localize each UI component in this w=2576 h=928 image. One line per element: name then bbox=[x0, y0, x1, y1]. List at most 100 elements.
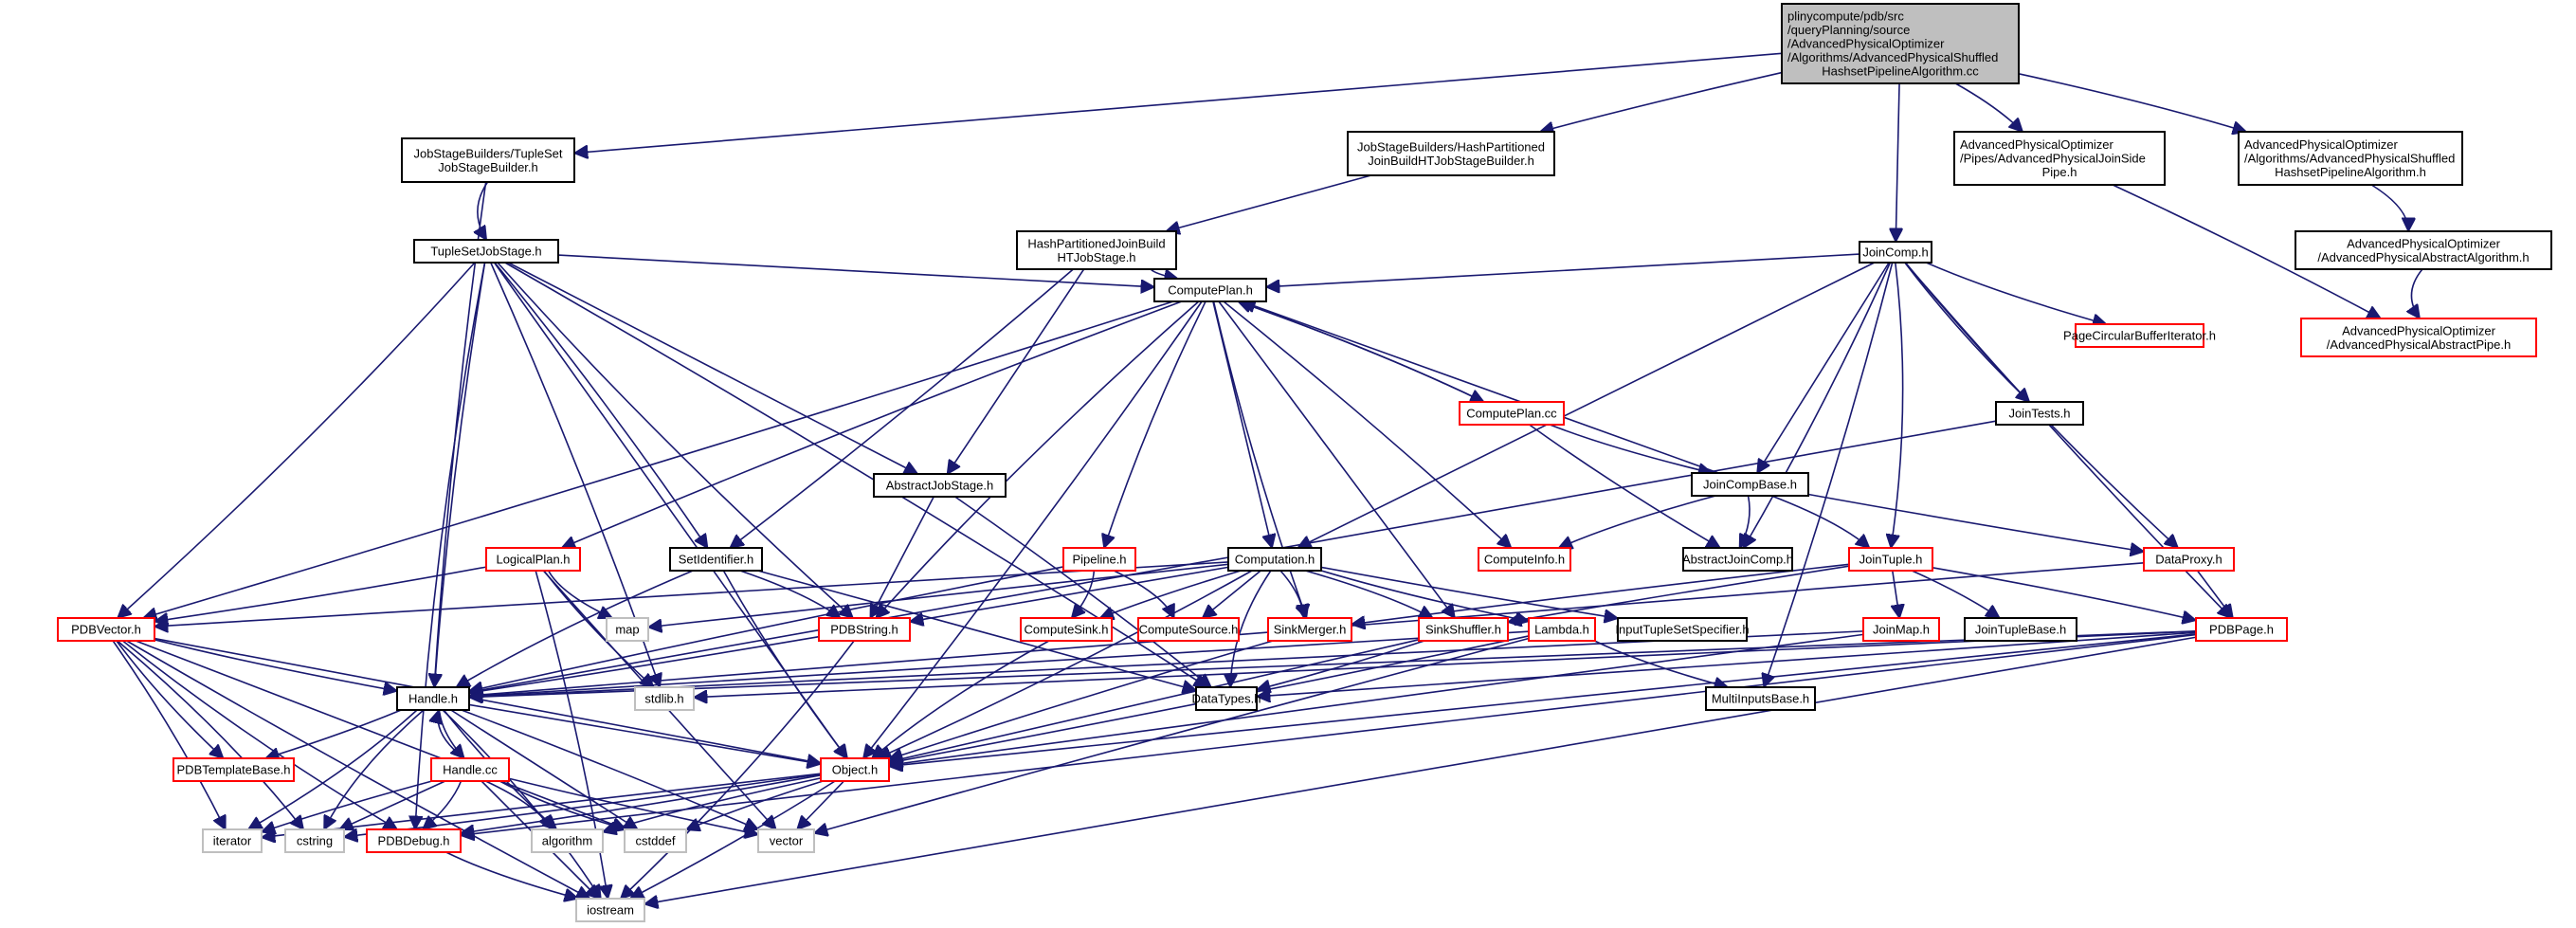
node-box bbox=[396, 686, 470, 711]
edge-handleh-to-iterator bbox=[248, 709, 418, 829]
node-root[interactable]: plinycompute/pdb/src/queryPlanning/sourc… bbox=[1781, 3, 2020, 84]
node-iterator: iterator bbox=[202, 828, 263, 853]
node-lambda[interactable]: Lambda.h bbox=[1528, 617, 1596, 642]
node-apshpa[interactable]: AdvancedPhysicalOptimizer/Algorithms/Adv… bbox=[2238, 131, 2463, 186]
edge-setidentifier-to-pdbstring bbox=[739, 570, 841, 618]
node-computeplan[interactable]: ComputePlan.h bbox=[1153, 278, 1267, 302]
node-box bbox=[757, 828, 815, 853]
node-box bbox=[1682, 547, 1793, 572]
edge-pdbvector-to-pdbtemplatebase bbox=[116, 640, 224, 758]
node-box bbox=[1153, 278, 1267, 302]
edge-pipeline-to-handleh bbox=[469, 566, 1064, 691]
node-box bbox=[1859, 241, 1932, 264]
node-label: PDBPage.h bbox=[2209, 623, 2274, 637]
node-jointests[interactable]: JoinTests.h bbox=[1995, 401, 2084, 426]
node-box bbox=[1781, 3, 2020, 84]
node-sinkshuffler[interactable]: SinkShuffler.h bbox=[1418, 617, 1509, 642]
node-box bbox=[1705, 686, 1816, 711]
edge-tsjs-to-setidentifier bbox=[494, 262, 708, 548]
edge-joincomp-to-multiinputsbase bbox=[1764, 262, 1894, 687]
node-apaa[interactable]: AdvancedPhysicalOptimizer/AdvancedPhysic… bbox=[2295, 230, 2552, 270]
node-tsjs[interactable]: TupleSetJobStage.h bbox=[413, 239, 559, 264]
node-dataproxy[interactable]: DataProxy.h bbox=[2143, 547, 2235, 572]
edge-objecth-to-iostream bbox=[630, 780, 836, 899]
node-computesink[interactable]: ComputeSink.h bbox=[1020, 617, 1113, 642]
edge-joincomp-to-joincompbase bbox=[1757, 262, 1890, 473]
node-computeplancc[interactable]: ComputePlan.cc bbox=[1459, 401, 1565, 426]
edge-hpjbhts-to-abstractjobstage bbox=[948, 268, 1085, 474]
node-label: JoinBuildHTJobStageBuilder.h bbox=[1368, 154, 1534, 168]
edge-root-to-tsjsb bbox=[574, 52, 1783, 153]
node-multiinputsbase[interactable]: MultiInputsBase.h bbox=[1705, 686, 1816, 711]
node-box bbox=[1227, 547, 1322, 572]
edge-jointuple-to-sinkmerger bbox=[1351, 563, 1850, 624]
node-box bbox=[624, 828, 687, 853]
node-label: algorithm bbox=[542, 834, 592, 848]
edge-joincompbase-to-dataproxy bbox=[1807, 493, 2144, 551]
node-pipeline[interactable]: Pipeline.h bbox=[1062, 547, 1136, 572]
node-sinkmerger[interactable]: SinkMerger.h bbox=[1267, 617, 1352, 642]
node-box bbox=[1418, 617, 1509, 642]
node-label: vector bbox=[770, 834, 804, 848]
edge-joincompbase-to-computeplan bbox=[1242, 301, 1719, 474]
edge-root-to-joincomp bbox=[1896, 82, 1899, 242]
node-joinmap[interactable]: JoinMap.h bbox=[1862, 617, 1940, 642]
node-label: Pipe.h bbox=[2042, 165, 2077, 179]
edge-pdbstring-to-handleh bbox=[469, 635, 820, 693]
node-label: plinycompute/pdb/src bbox=[1787, 9, 1904, 24]
node-datatypes[interactable]: DataTypes.h bbox=[1192, 686, 1261, 711]
node-pdbtemplatebase[interactable]: PDBTemplateBase.h bbox=[172, 757, 295, 782]
edge-computation-to-computesource bbox=[1203, 570, 1261, 618]
node-box bbox=[1062, 547, 1136, 572]
node-label: JoinTests.h bbox=[2008, 407, 2070, 421]
node-itss[interactable]: InputTupleSetSpecifier.h bbox=[1615, 617, 1750, 642]
node-objecth[interactable]: Object.h bbox=[820, 757, 890, 782]
node-box bbox=[172, 757, 295, 782]
node-box bbox=[1020, 617, 1113, 642]
node-setidentifier[interactable]: SetIdentifier.h bbox=[669, 547, 763, 572]
node-computeinfo[interactable]: ComputeInfo.h bbox=[1478, 547, 1571, 572]
edge-computeplan-to-computeplancc bbox=[1238, 300, 1483, 402]
node-joincomp[interactable]: JoinComp.h bbox=[1859, 241, 1932, 264]
node-joincompbase[interactable]: JoinCompBase.h bbox=[1691, 472, 1809, 497]
node-apjsp[interactable]: AdvancedPhysicalOptimizer/Pipes/Advanced… bbox=[1953, 131, 2166, 186]
node-hpjb[interactable]: JobStageBuilders/HashPartitionedJoinBuil… bbox=[1347, 131, 1555, 176]
node-tsjsb[interactable]: JobStageBuilders/TupleSetJobStageBuilder… bbox=[401, 137, 575, 183]
node-box bbox=[606, 617, 649, 642]
node-pdbdebug[interactable]: PDBDebug.h bbox=[366, 828, 462, 853]
edge-joincompbase-to-abstractjoincomp bbox=[1739, 495, 1750, 548]
node-handlecc[interactable]: Handle.cc bbox=[430, 757, 510, 782]
edge-logicalplan-to-iostream bbox=[535, 570, 608, 899]
node-label: ComputePlan.h bbox=[1168, 283, 1253, 298]
node-logicalplan[interactable]: LogicalPlan.h bbox=[485, 547, 581, 572]
edge-lambda-to-multiinputsbase bbox=[1594, 640, 1728, 687]
node-pdbvector[interactable]: PDBVector.h bbox=[57, 617, 155, 642]
node-label: Computation.h bbox=[1235, 553, 1315, 567]
node-handleh[interactable]: Handle.h bbox=[396, 686, 470, 711]
node-pdbpage[interactable]: PDBPage.h bbox=[2195, 617, 2288, 642]
node-label: DataTypes.h bbox=[1192, 692, 1261, 706]
node-box bbox=[1478, 547, 1571, 572]
node-apap[interactable]: AdvancedPhysicalOptimizer/AdvancedPhysic… bbox=[2300, 318, 2537, 357]
node-abstractjoincomp[interactable]: AbstractJoinComp.h bbox=[1682, 547, 1793, 572]
node-box bbox=[575, 898, 645, 922]
node-box bbox=[1459, 401, 1565, 426]
node-computesource[interactable]: ComputeSource.h bbox=[1137, 617, 1240, 642]
node-pdbstring[interactable]: PDBString.h bbox=[818, 617, 911, 642]
node-box bbox=[1137, 617, 1240, 642]
node-jointuple[interactable]: JoinTuple.h bbox=[1848, 547, 1933, 572]
edge-jointuple-to-jointuplebase bbox=[1911, 570, 2000, 618]
edge-handlecc-to-iterator bbox=[262, 780, 433, 832]
edge-objecth-to-vector bbox=[797, 780, 844, 829]
node-pcbi[interactable]: PageCircularBufferIterator.h bbox=[2063, 323, 2216, 348]
edge-objecth-to-cstddef bbox=[686, 780, 824, 829]
edge-computation-to-itss bbox=[1320, 566, 1618, 618]
edge-root-to-hpjb bbox=[1540, 71, 1783, 132]
node-stdlib: stdlib.h bbox=[634, 686, 695, 711]
node-abstractjobstage[interactable]: AbstractJobStage.h bbox=[873, 473, 1007, 498]
node-computation[interactable]: Computation.h bbox=[1227, 547, 1322, 572]
node-label: stdlib.h bbox=[644, 692, 683, 706]
node-jointuplebase[interactable]: JoinTupleBase.h bbox=[1964, 617, 2077, 642]
edge-jointuple-to-joinmap bbox=[1893, 570, 1899, 618]
